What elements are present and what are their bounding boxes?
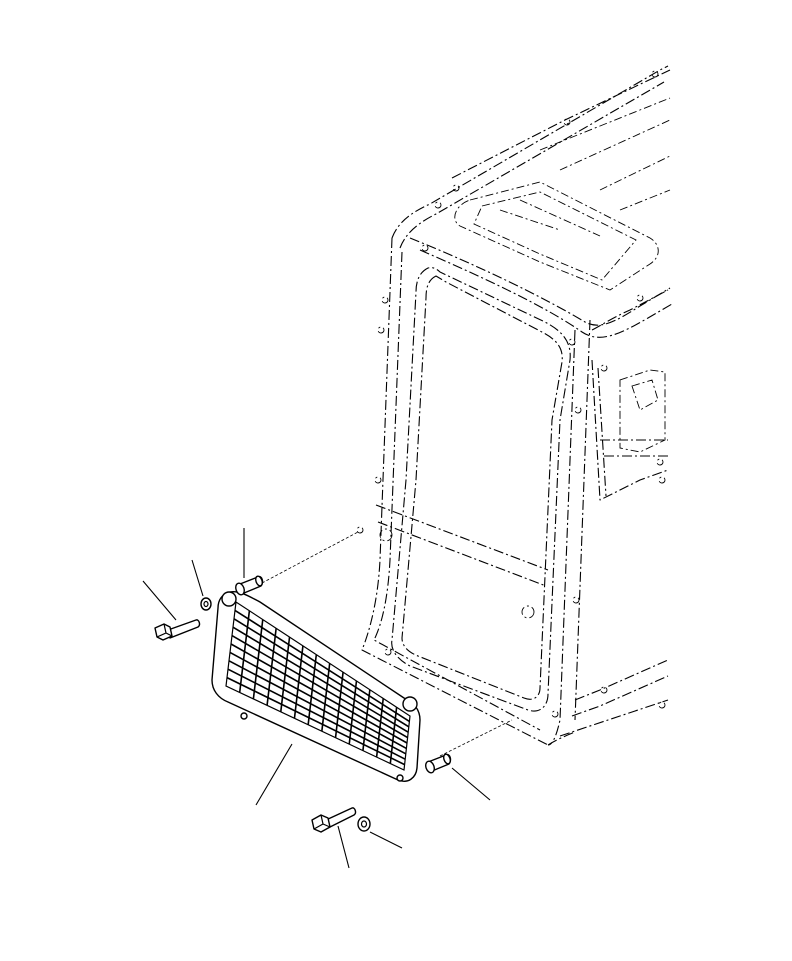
leader-lower-washer [369, 831, 403, 849]
leader-lower-pin [451, 767, 491, 801]
lower-washer [357, 816, 371, 832]
mesh-horizontal-wire [228, 660, 407, 755]
guard-tab-upper-left [221, 591, 237, 607]
alignment-lines [261, 531, 513, 757]
mesh-horizontal-wire [229, 651, 407, 750]
operator-cab-outline [356, 65, 673, 746]
upper-washer [200, 597, 212, 611]
mesh-horizontal-wire [233, 618, 410, 728]
front-guard-mesh [211, 590, 421, 782]
mesh-horizontal-wire [230, 643, 408, 744]
leader-upper-bolt [142, 580, 177, 621]
leader-lower-bolt [337, 825, 350, 869]
guard-mesh-grid [226, 609, 410, 766]
leader-guard [255, 743, 293, 806]
callout-leaders [142, 528, 491, 869]
mesh-horizontal-wire [227, 668, 406, 760]
lower-bolt [311, 807, 357, 833]
upper-bolt [154, 619, 201, 641]
mesh-horizontal-wire [234, 609, 410, 723]
mesh-horizontal-wire [226, 676, 405, 766]
upper-pin [235, 575, 264, 596]
leader-upper-washer [191, 559, 204, 597]
guard-tab-upper-right [402, 696, 418, 712]
lower-pin [425, 753, 452, 774]
mesh-horizontal-wire [231, 634, 409, 739]
mesh-horizontal-wire [232, 626, 409, 733]
